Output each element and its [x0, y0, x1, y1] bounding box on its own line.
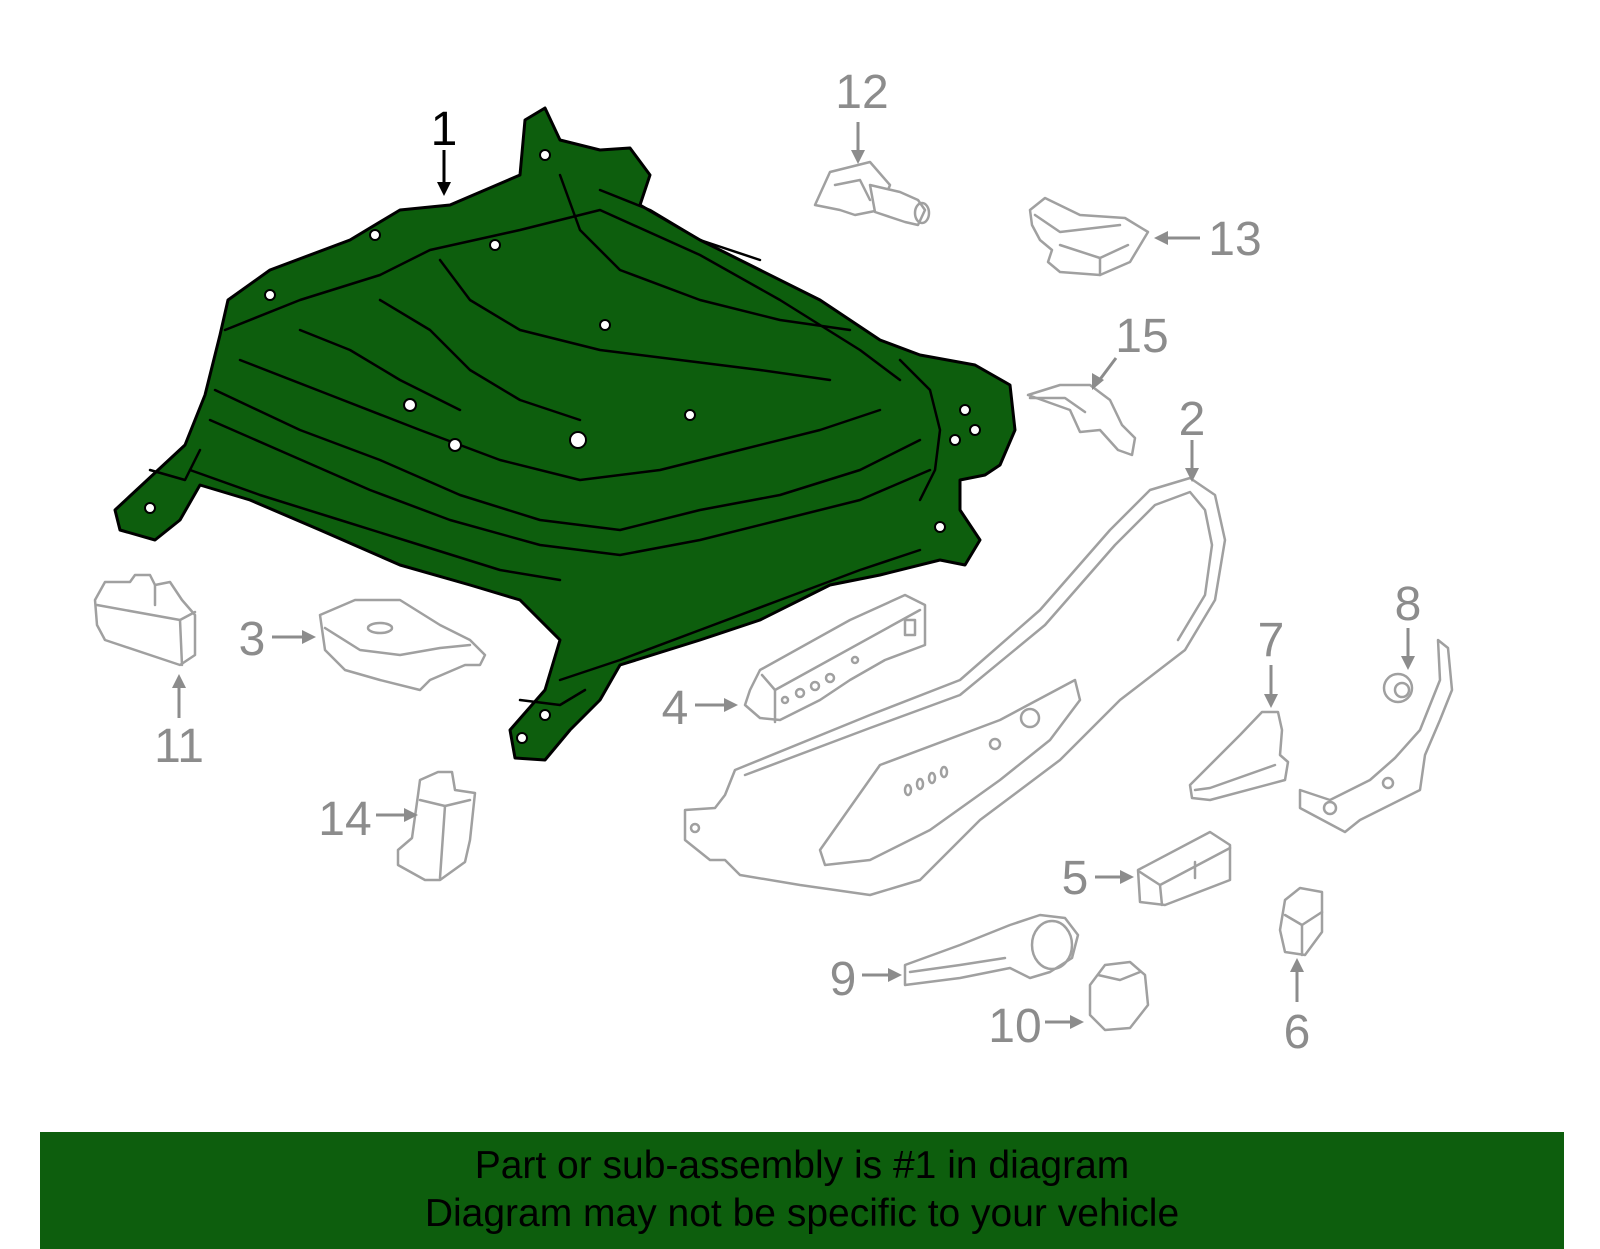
callout-2: 2	[1179, 393, 1206, 446]
part-15-bracket[interactable]	[1026, 383, 1137, 457]
callout-13: 13	[1208, 213, 1261, 266]
callout-15: 15	[1115, 310, 1168, 363]
part-5-block[interactable]	[1136, 830, 1232, 907]
callout-12: 12	[835, 66, 888, 119]
part-1-seat-frame[interactable]	[113, 106, 1017, 762]
part-11-module[interactable]	[93, 573, 197, 667]
callout-14: 14	[318, 793, 371, 846]
callout-8: 8	[1395, 578, 1422, 631]
part-9-handle[interactable]	[903, 913, 1080, 987]
part-6-clip[interactable]	[1278, 886, 1324, 957]
part-2-side-trim-panel[interactable]	[683, 476, 1227, 897]
callout-5: 5	[1062, 852, 1089, 905]
callout-9: 9	[830, 953, 857, 1006]
banner-line-1: Part or sub-assembly is #1 in diagram	[474, 1144, 1130, 1187]
part-13-switch-bracket[interactable]	[1028, 196, 1150, 277]
part-8-bracket-with-knob[interactable]	[1298, 638, 1454, 834]
callout-10: 10	[988, 1000, 1041, 1053]
part-4-bracket[interactable]	[743, 593, 927, 724]
callout-6: 6	[1284, 1006, 1311, 1059]
part-14-clip[interactable]	[396, 770, 477, 882]
info-banner: Part or sub-assembly is #1 in diagram Di…	[40, 1132, 1564, 1249]
callout-4: 4	[662, 682, 689, 735]
part-12-motor[interactable]	[813, 160, 931, 227]
callout-7: 7	[1258, 614, 1285, 667]
part-7-lever[interactable]	[1188, 710, 1290, 802]
part-3-cover[interactable]	[318, 598, 487, 692]
callout-1: 1	[431, 103, 458, 156]
callout-11: 11	[154, 720, 204, 773]
part-10-cap[interactable]	[1088, 960, 1150, 1032]
callout-arrows	[172, 122, 1415, 1029]
banner-line-2: Diagram may not be specific to your vehi…	[424, 1192, 1180, 1235]
callout-3: 3	[239, 613, 266, 666]
